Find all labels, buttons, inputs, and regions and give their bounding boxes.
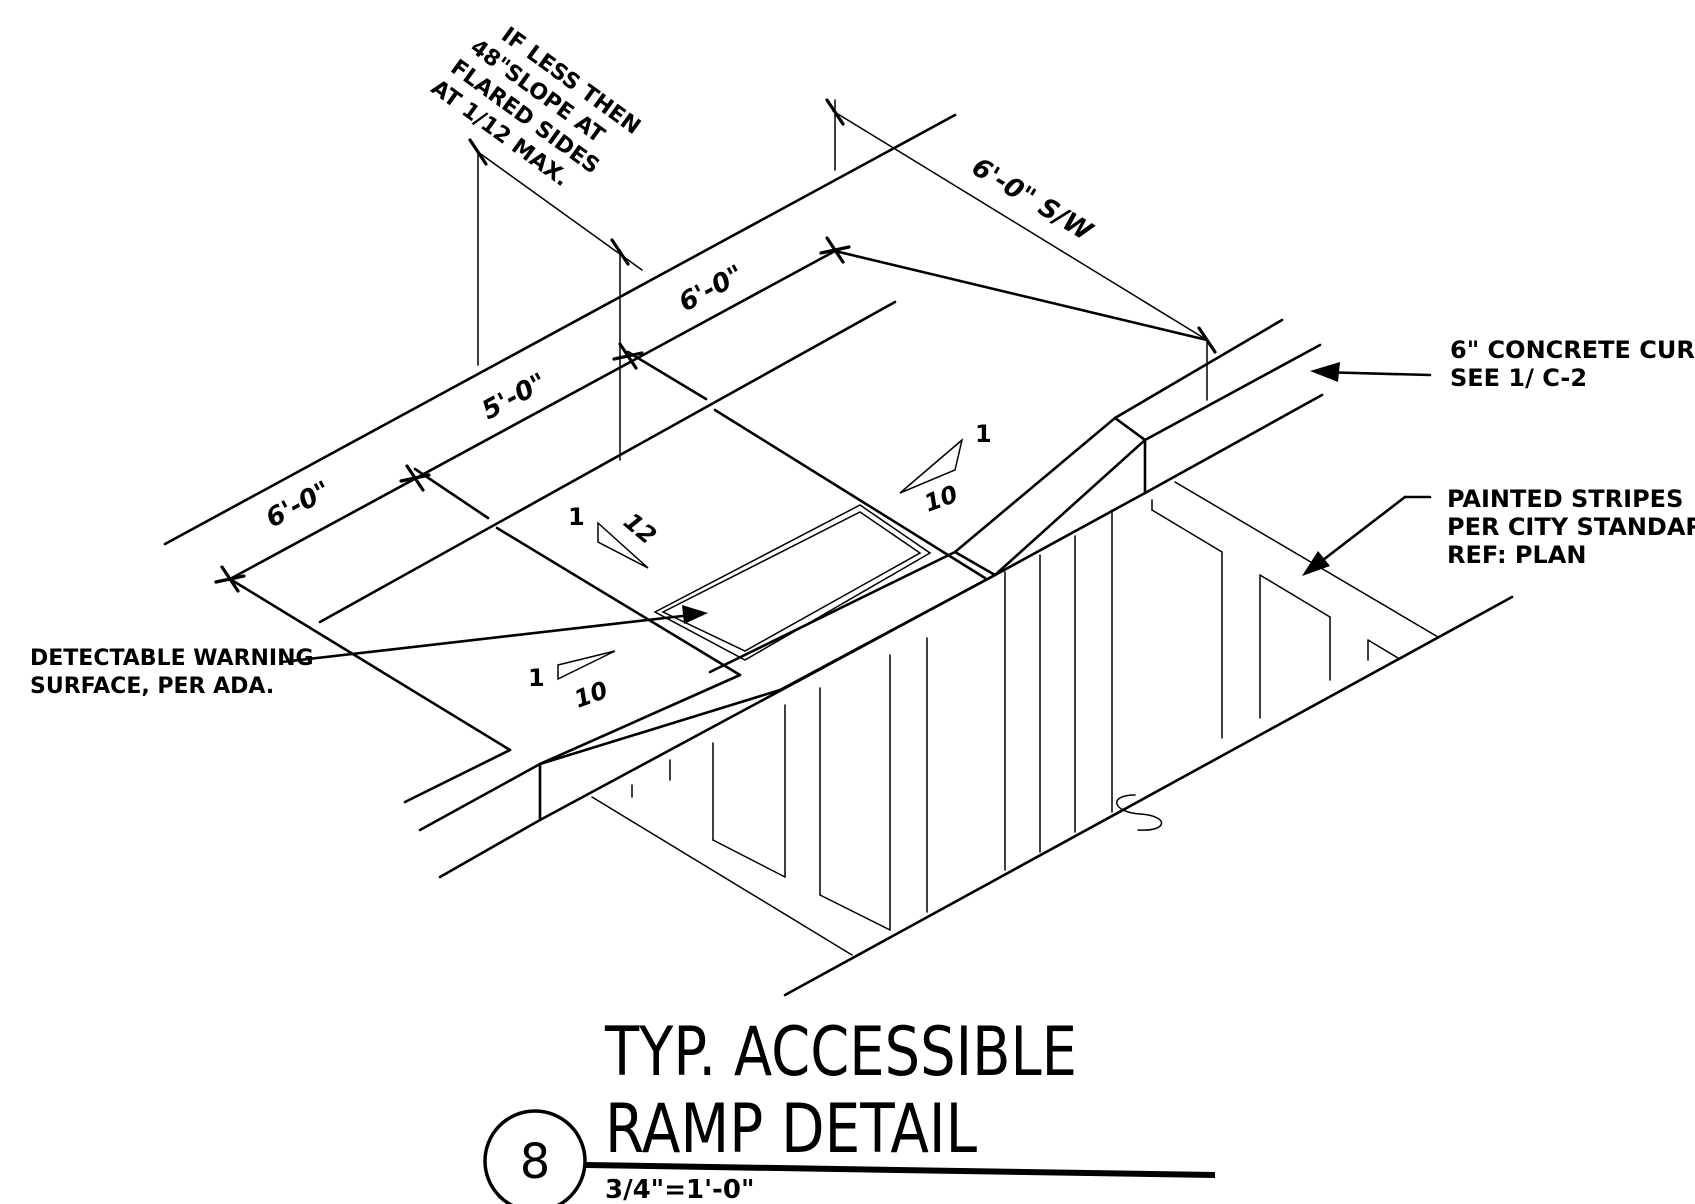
sidewalk-outline (163, 113, 957, 752)
warning-callout-line-2: SURFACE, PER ADA. (30, 674, 274, 699)
detail-number: 8 (520, 1134, 551, 1190)
detectable-warning-pad (653, 504, 932, 661)
title-line-2: RAMP DETAIL (605, 1090, 977, 1169)
detail-number-circle (483, 1109, 587, 1204)
curb-callout-line-1: 6" CONCRETE CURB (1450, 336, 1695, 364)
title-block: TYP. ACCESSIBLE RAMP DETAIL 8 3/4"=1'-0" (483, 1013, 1216, 1204)
stripes-callout-line-2: PER CITY STANDARDS (1447, 513, 1695, 541)
flare-slope-note: IF LESS THEN 48"SLOPE AT FLARED SIDES AT… (426, 23, 645, 192)
warning-callout-line-1: DETECTABLE WARNING (30, 646, 314, 671)
flare-slope-rise: 1 (975, 420, 992, 448)
painted-stripes (631, 499, 1399, 931)
concrete-curb (403, 318, 1324, 879)
stripes-callout-line-1: PAINTED STRIPES (1447, 485, 1683, 513)
stripes-callout-line-3: REF: PLAN (1447, 541, 1586, 569)
title-scale: 3/4"=1'-0" (605, 1175, 755, 1204)
dimension-labels: 6'-0" 5'-0" 6'-0" 6'-0" S/W (261, 152, 1098, 534)
landing-slope-run: 12 (618, 507, 662, 550)
dim-ramp-length: 6'-0" (674, 260, 749, 319)
stripes-callout: PAINTED STRIPES PER CITY STANDARDS REF: … (1302, 485, 1695, 576)
curb-callout-line-2: SEE 1/ C-2 (1450, 364, 1587, 392)
drain-icon (1116, 794, 1163, 831)
flare-slope-run: 10 (920, 480, 961, 518)
title-line-1: TYP. ACCESSIBLE (604, 1013, 1077, 1092)
slope-triangles (557, 437, 964, 681)
dimension-lines (214, 98, 1217, 593)
curb-callout: 6" CONCRETE CURB SEE 1/ C-2 (1310, 336, 1695, 392)
dim-landing-length: 5'-0" (477, 368, 552, 427)
warning-callout: DETECTABLE WARNING SURFACE, PER ADA. (30, 605, 708, 699)
ramp-slope-run: 10 (570, 676, 611, 714)
street-area (591, 481, 1514, 997)
landing-slope-rise: 1 (568, 503, 585, 531)
ramp-slope-rise: 1 (528, 664, 545, 692)
